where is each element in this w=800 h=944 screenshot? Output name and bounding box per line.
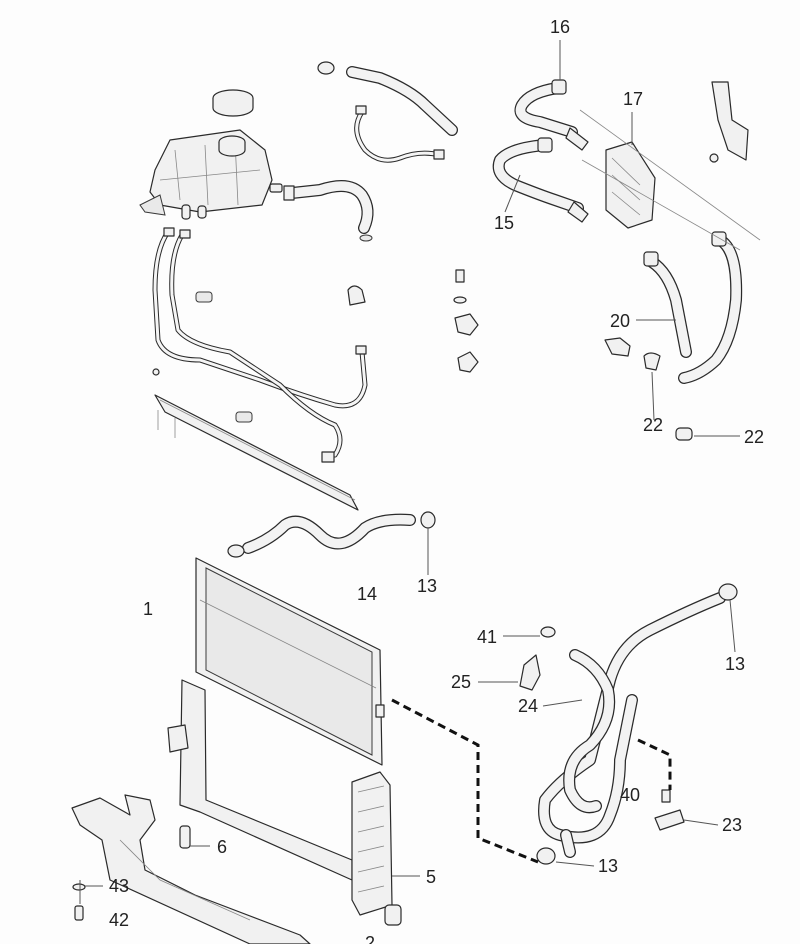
tank-hose-short xyxy=(283,180,374,242)
callout-14: 14 xyxy=(357,584,378,604)
assembly-line-lower xyxy=(581,159,741,251)
bracket-upper-right xyxy=(709,81,749,163)
side-tank-5 xyxy=(351,771,393,916)
thermostat-stack xyxy=(453,269,479,373)
heater-hose-15 xyxy=(492,137,589,223)
dashed-connection-left xyxy=(391,698,539,864)
heater-hose-16 xyxy=(514,79,589,151)
callout-25: 25 xyxy=(451,672,472,692)
bleed-hose xyxy=(354,105,445,163)
upper-hose-top xyxy=(317,61,458,136)
clip-41 xyxy=(540,626,556,638)
lower-hose-24 xyxy=(536,583,738,865)
callout-16: 16 xyxy=(550,17,571,37)
fasteners-42-43 xyxy=(72,883,86,921)
tank-feed-pipes xyxy=(152,227,368,463)
heater-hoses-20 xyxy=(643,231,743,384)
callout-1: 1 xyxy=(143,599,154,619)
dashed-connection-right xyxy=(637,738,672,790)
leader-lines xyxy=(79,40,740,904)
lower-support-bracket xyxy=(71,794,311,944)
callout-5: 5 xyxy=(426,867,437,887)
plug-2 xyxy=(384,904,402,926)
bracket-25 xyxy=(519,654,541,691)
callout-23: 23 xyxy=(722,815,743,835)
callout-41: 41 xyxy=(477,627,498,647)
callout-13: 13 xyxy=(417,576,438,596)
expansion-tank-cap xyxy=(212,89,254,117)
callout-42: 42 xyxy=(109,910,130,930)
callout-40: 40 xyxy=(620,785,641,805)
clip-23 xyxy=(654,789,685,831)
assembly-line-upper xyxy=(579,109,761,241)
callout-22: 22 xyxy=(643,415,664,435)
heater-valve-17 xyxy=(605,141,656,229)
callout-2: 2 xyxy=(365,933,376,944)
radiator-mount-rail xyxy=(152,368,359,511)
callout-43: 43 xyxy=(109,876,130,896)
small-clip xyxy=(347,285,366,306)
drain-plug-6 xyxy=(179,825,191,849)
expansion-tank xyxy=(139,129,283,220)
callout-6: 6 xyxy=(217,837,228,857)
callout-24: 24 xyxy=(518,696,539,716)
heater-fittings-22 xyxy=(604,337,693,441)
callout-15: 15 xyxy=(494,213,515,233)
callout-17: 17 xyxy=(623,89,644,109)
callout-13: 13 xyxy=(725,654,746,674)
callout-22: 22 xyxy=(744,427,765,447)
callout-13: 13 xyxy=(598,856,619,876)
callout-20: 20 xyxy=(610,311,631,331)
radiator-upper-hose-14 xyxy=(227,511,436,558)
radiator-1 xyxy=(195,557,385,766)
